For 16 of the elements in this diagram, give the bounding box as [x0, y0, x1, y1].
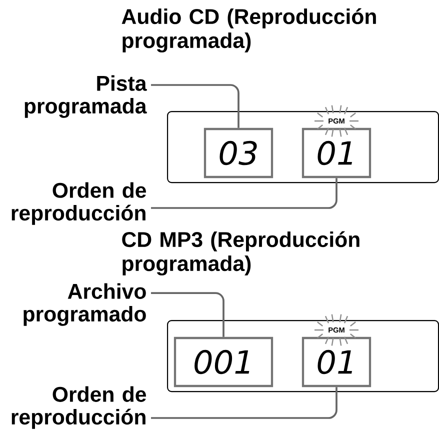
leader-line — [151, 84, 240, 128]
leader-line — [151, 387, 338, 419]
display-panel — [167, 111, 439, 184]
digit-window: 01 — [302, 336, 372, 388]
heading: CD MP3 (Reproducción programada) — [122, 231, 360, 276]
digit-window: 001 — [174, 336, 274, 388]
leader-line — [151, 178, 338, 209]
callout-label: Orden de reproducción — [12, 182, 146, 225]
callout-label: Orden de reproducción — [12, 386, 146, 429]
leader-line — [151, 292, 224, 337]
heading: Audio CD (Reproducción programada) — [122, 8, 376, 52]
callout-label: Archivo programado — [24, 283, 146, 326]
digit-window: 01 — [302, 128, 372, 178]
callout-label: Pista programada — [24, 75, 147, 118]
digit-window: 03 — [204, 128, 274, 178]
display-panel — [167, 320, 439, 392]
